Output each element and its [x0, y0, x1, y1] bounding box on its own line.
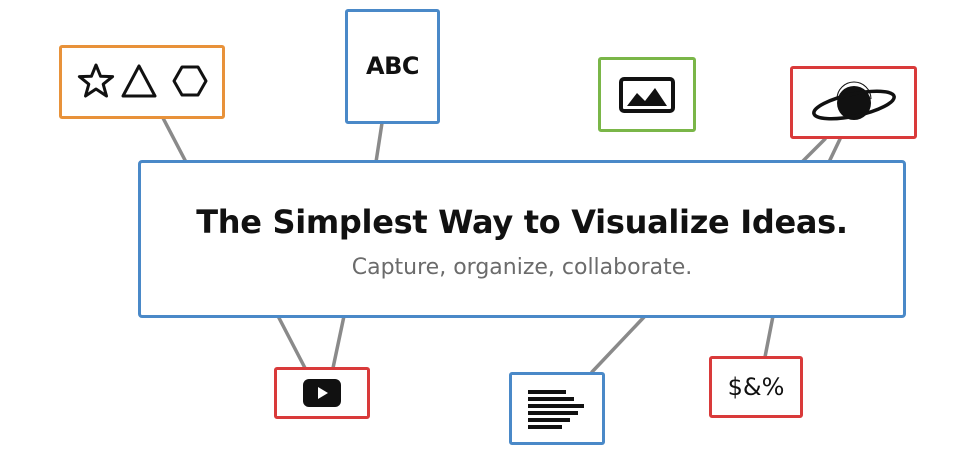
- star-triangle-hexagon-icon: [77, 63, 208, 98]
- node-shapes[interactable]: [59, 45, 225, 119]
- node-text[interactable]: ABC: [345, 9, 440, 124]
- node-video[interactable]: [274, 367, 370, 419]
- connector-planet-b: [827, 137, 842, 164]
- main-card: The Simplest Way to Visualize Ideas. Cap…: [138, 160, 906, 318]
- connector-document: [590, 314, 647, 374]
- node-planet[interactable]: [790, 66, 917, 139]
- node-document[interactable]: [509, 372, 605, 445]
- node-image[interactable]: [598, 57, 696, 132]
- text-lines-icon: [528, 389, 584, 429]
- node-symbols-label: $&%: [727, 373, 785, 401]
- tagline: Capture, organize, collaborate.: [351, 254, 693, 280]
- headline: The Simplest Way to Visualize Ideas.: [196, 202, 848, 241]
- play-icon: [303, 379, 341, 407]
- connector-planet-a: [800, 137, 827, 164]
- planet-icon: [811, 81, 896, 120]
- node-symbols[interactable]: $&%: [709, 356, 803, 418]
- connector-text: [374, 121, 384, 164]
- connector-symbols: [763, 314, 775, 359]
- connector-shapes: [161, 116, 188, 164]
- image-icon: [619, 76, 675, 113]
- node-text-label: ABC: [366, 52, 419, 80]
- connector-video-b: [331, 314, 346, 370]
- connector-video-a: [276, 314, 307, 370]
